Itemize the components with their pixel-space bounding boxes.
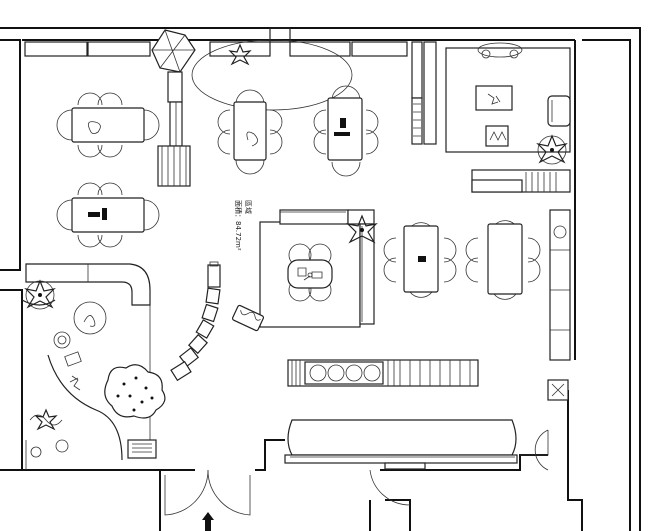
- balance-beam: [287, 359, 479, 387]
- right-room: [411, 41, 571, 401]
- play-mat: [104, 364, 166, 419]
- area-label: 區域 面積：84.72m²: [234, 200, 253, 251]
- plant-icon: [24, 43, 568, 431]
- bottom-cabinet: [284, 419, 518, 470]
- top-cabinets: [24, 27, 408, 57]
- crawl-tunnel: [170, 261, 221, 382]
- table-group-3: [217, 89, 283, 175]
- table-group-4: [313, 85, 379, 177]
- slide-structure: [151, 29, 196, 187]
- entry-arrow-icon: [202, 512, 214, 531]
- left-play-corner: [21, 263, 157, 470]
- table-group-1: [56, 92, 160, 158]
- area-name-text: 區域: [244, 200, 253, 214]
- rug-icon: [231, 304, 265, 332]
- doors: [164, 429, 549, 516]
- table-group-6: [465, 220, 541, 300]
- outer-walls: [0, 27, 641, 531]
- center-play-area: [259, 209, 375, 328]
- table-group-2: [56, 182, 160, 248]
- table-group-5: [383, 222, 457, 298]
- area-size-text: 面積：84.72m²: [234, 200, 243, 251]
